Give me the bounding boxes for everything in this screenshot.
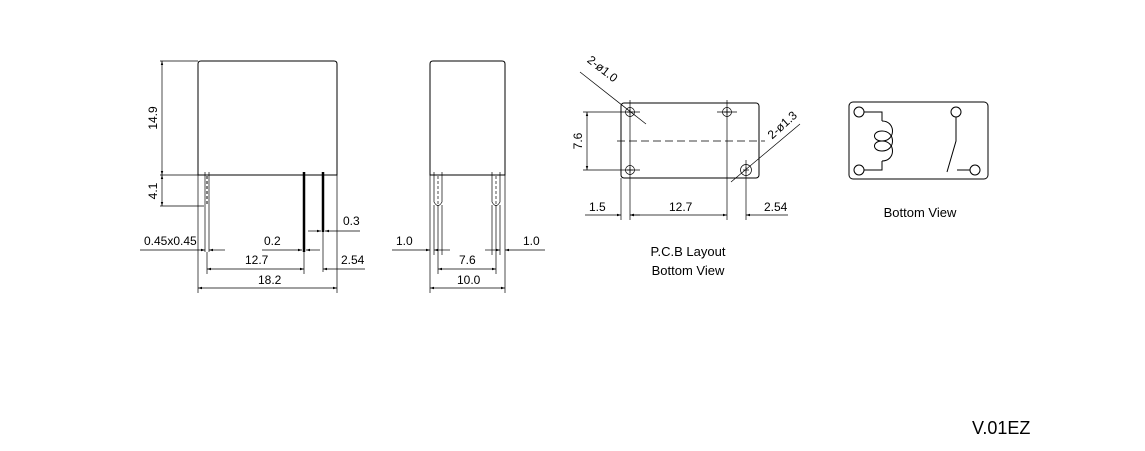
- contact-terminal: [950, 106, 962, 118]
- schematic-outline: [848, 101, 989, 180]
- pcb-holes: [620, 100, 752, 220]
- dim-hole-large: 2-ø1.3: [765, 108, 800, 142]
- dim-pitch-small-pcb: 2.54: [764, 200, 788, 214]
- relay-body-front: [197, 60, 338, 176]
- dim-pitch-main: 12.7: [245, 253, 269, 267]
- dim-pin-spacing: 7.6: [459, 253, 476, 267]
- pcb-layout: 2-ø1.0 2-ø1.3 7.6 1.5 12.7 2.54 P.C.B La…: [571, 53, 801, 278]
- dim-depth: 10.0: [457, 273, 481, 287]
- coil-terminal: [853, 164, 865, 176]
- side-view: 1.0 1.0 7.6 10.0: [392, 60, 545, 293]
- relay-body-side: [429, 60, 506, 176]
- contact-terminal: [969, 164, 981, 176]
- dim-hole-small: 2-ø1.0: [584, 53, 620, 86]
- dim-offset-left: 1.0: [396, 234, 413, 248]
- schematic-caption: Bottom View: [884, 205, 957, 220]
- dim-body-height: 14.9: [146, 106, 160, 130]
- dim-pin-thickness-b: 0.3: [343, 214, 360, 228]
- coil-terminal: [853, 106, 865, 118]
- switch-contact-icon: [946, 117, 957, 173]
- dim-pin-height: 4.1: [146, 182, 160, 199]
- dim-pin-thickness-a: 0.2: [264, 234, 281, 248]
- schematic-bottom-view: Bottom View: [848, 101, 989, 220]
- front-view: 14.9 4.1 0.45x0.45 0.2 0.3 12.7 2.54 18.…: [140, 60, 365, 293]
- dim-width: 18.2: [258, 273, 282, 287]
- dim-offset-right: 1.0: [523, 234, 540, 248]
- dim-pin-size: 0.45x0.45: [144, 234, 197, 248]
- pcb-caption-view: Bottom View: [652, 263, 725, 278]
- version-label: V.01EZ: [972, 418, 1030, 438]
- dim-row-spacing: 7.6: [571, 132, 585, 149]
- dim-pitch-main-pcb: 12.7: [669, 200, 693, 214]
- dim-edge-offset: 1.5: [589, 200, 606, 214]
- pcb-caption-title: P.C.B Layout: [651, 244, 726, 259]
- pins-front: [197, 172, 338, 293]
- coil-icon: [874, 120, 893, 162]
- dim-pitch-small: 2.54: [341, 253, 365, 267]
- pcb-outline: [620, 102, 760, 179]
